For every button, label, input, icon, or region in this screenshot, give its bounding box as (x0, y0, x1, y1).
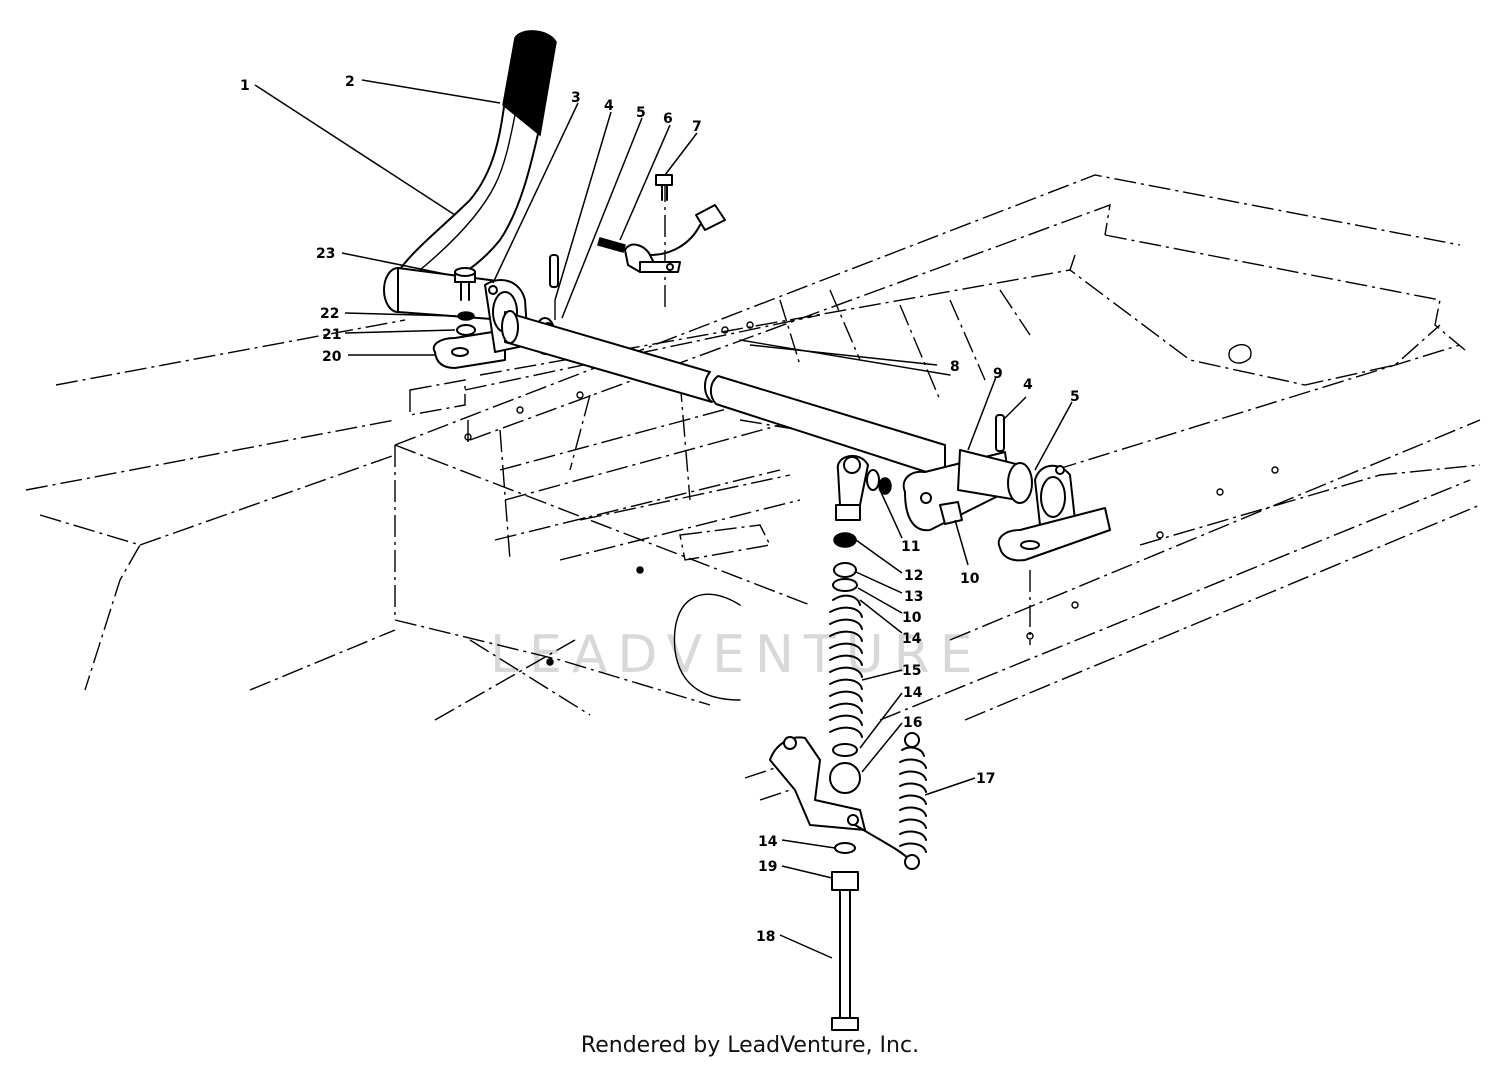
callout-7: 7 (692, 119, 702, 135)
switch-assembly (597, 174, 726, 273)
callout-6: 6 (663, 111, 673, 127)
callout-14-lower: 14 (758, 834, 778, 850)
callout-8: 8 (950, 359, 960, 375)
callout-3: 3 (571, 90, 581, 106)
callout-21: 21 (322, 327, 341, 343)
callout-11: 11 (901, 539, 920, 555)
callout-17: 17 (976, 771, 995, 787)
right-arm (902, 414, 1111, 562)
callout-16: 16 (903, 715, 922, 731)
callout-20: 20 (322, 349, 342, 365)
pedal-lever (383, 30, 557, 321)
watermark: LEADVENTURE (490, 625, 983, 685)
callout-12: 12 (904, 568, 923, 584)
callout-14-upper: 14 (902, 631, 922, 647)
callout-5-right: 5 (1070, 389, 1080, 405)
callout-18: 18 (756, 929, 775, 945)
callout-labels: 1 2 3 4 5 6 7 23 22 21 20 8 9 4 5 11 10 … (240, 74, 1080, 945)
callout-19: 19 (758, 859, 777, 875)
callout-5: 5 (636, 105, 646, 121)
lower-bracket (744, 732, 927, 870)
callout-10-nut: 10 (960, 571, 980, 587)
callout-23: 23 (316, 246, 335, 262)
callout-9: 9 (993, 366, 1003, 382)
ball-joint (835, 455, 963, 525)
cross-shaft (501, 310, 951, 479)
callout-14-middle: 14 (903, 685, 923, 701)
leader-lines (254, 79, 1073, 959)
callout-22: 22 (320, 306, 339, 322)
credit-footer: Rendered by LeadVenture, Inc. (580, 1033, 920, 1058)
callout-15: 15 (902, 663, 921, 679)
callout-1: 1 (240, 78, 250, 94)
spring-stack (829, 532, 863, 1031)
callout-4-right: 4 (1023, 377, 1033, 393)
callout-13: 13 (904, 589, 923, 605)
callout-10-stack: 10 (902, 610, 922, 626)
callout-4: 4 (604, 98, 614, 114)
deck-frame (25, 174, 1481, 721)
callout-2: 2 (345, 74, 355, 90)
